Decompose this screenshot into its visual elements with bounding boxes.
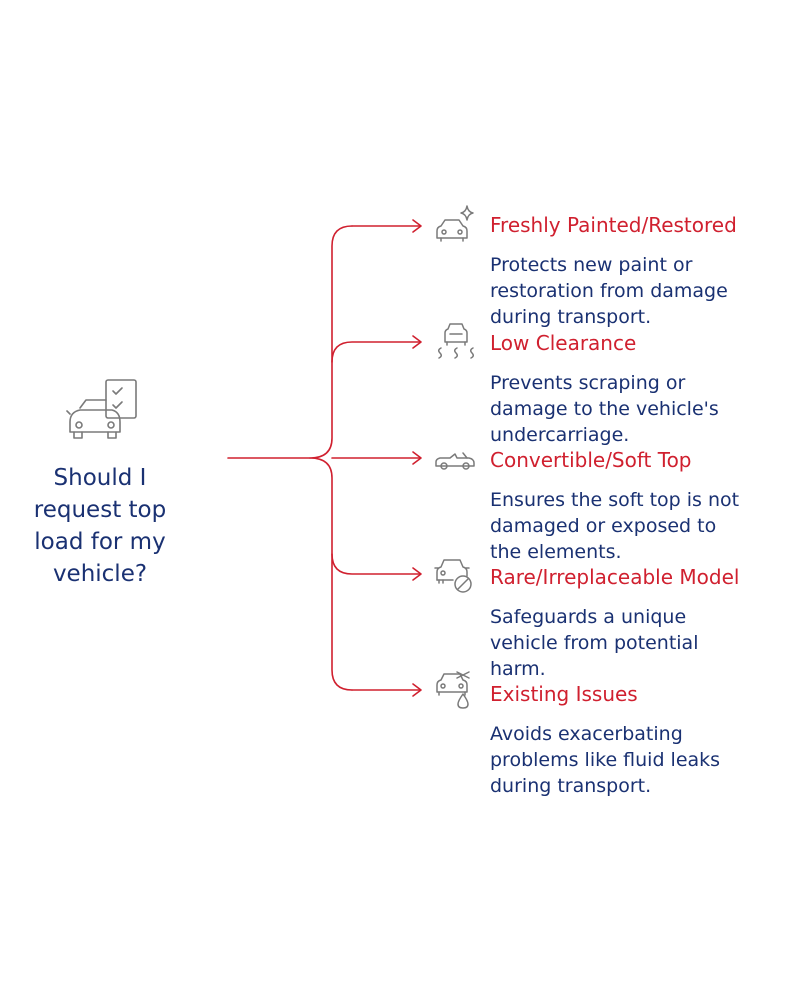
arrowhead-5 <box>412 683 422 697</box>
question-line: load for my <box>34 529 166 555</box>
branch-description-convertible: Ensures the soft top is not damaged or e… <box>490 487 790 565</box>
car-checklist-icon <box>66 379 137 439</box>
description-line: during transport. <box>490 775 652 797</box>
branch-line-2 <box>331 341 421 363</box>
branch-description-existing-issues: Avoids exacerbating problems like fluid … <box>490 721 790 799</box>
arrowhead-3 <box>412 451 422 465</box>
description-line: restoration from damage <box>490 280 728 302</box>
branch-title-low-clearance: Low Clearance <box>490 331 637 355</box>
description-line: undercarriage. <box>490 424 630 446</box>
branch-description-rare-model: Safeguards a unique vehicle from potenti… <box>490 604 790 682</box>
description-line: the elements. <box>490 541 622 563</box>
description-line: vehicle from potential <box>490 632 699 654</box>
description-line: Safeguards a unique <box>490 606 687 628</box>
car-prohibited-icon <box>434 559 472 593</box>
question-line: vehicle? <box>52 561 148 587</box>
central-question: Should I request top load for my vehicle… <box>0 462 200 590</box>
arrowhead-2 <box>412 335 422 349</box>
convertible-icon <box>435 452 475 470</box>
branch-line-4 <box>331 553 421 575</box>
branch-title-existing-issues: Existing Issues <box>490 682 638 706</box>
description-line: during transport. <box>490 306 652 328</box>
description-line: damage to the vehicle's <box>490 398 719 420</box>
description-line: Avoids exacerbating <box>490 723 683 745</box>
question-line: Should I <box>53 465 147 491</box>
branch-description-low-clearance: Prevents scraping or damage to the vehic… <box>490 370 790 448</box>
car-leak-icon <box>436 671 470 709</box>
description-line: harm. <box>490 658 546 680</box>
arrowhead-1 <box>412 219 422 233</box>
branch-title-convertible: Convertible/Soft Top <box>490 448 692 472</box>
spine-line <box>309 225 353 691</box>
description-line: Ensures the soft top is not <box>490 489 740 511</box>
description-line: Protects new paint or <box>490 254 693 276</box>
description-line: problems like fluid leaks <box>490 749 721 771</box>
question-line: request top <box>33 497 167 523</box>
branch-title-freshly-painted: Freshly Painted/Restored <box>490 213 737 237</box>
sparkling-car-icon <box>436 205 474 242</box>
branch-description-freshly-painted: Protects new paint or restoration from d… <box>490 252 790 330</box>
description-line: Prevents scraping or <box>490 372 686 394</box>
arrowhead-4 <box>412 567 422 581</box>
car-skid-icon <box>437 323 475 359</box>
branch-title-rare-model: Rare/Irreplaceable Model <box>490 565 740 589</box>
description-line: damaged or exposed to <box>490 515 717 537</box>
